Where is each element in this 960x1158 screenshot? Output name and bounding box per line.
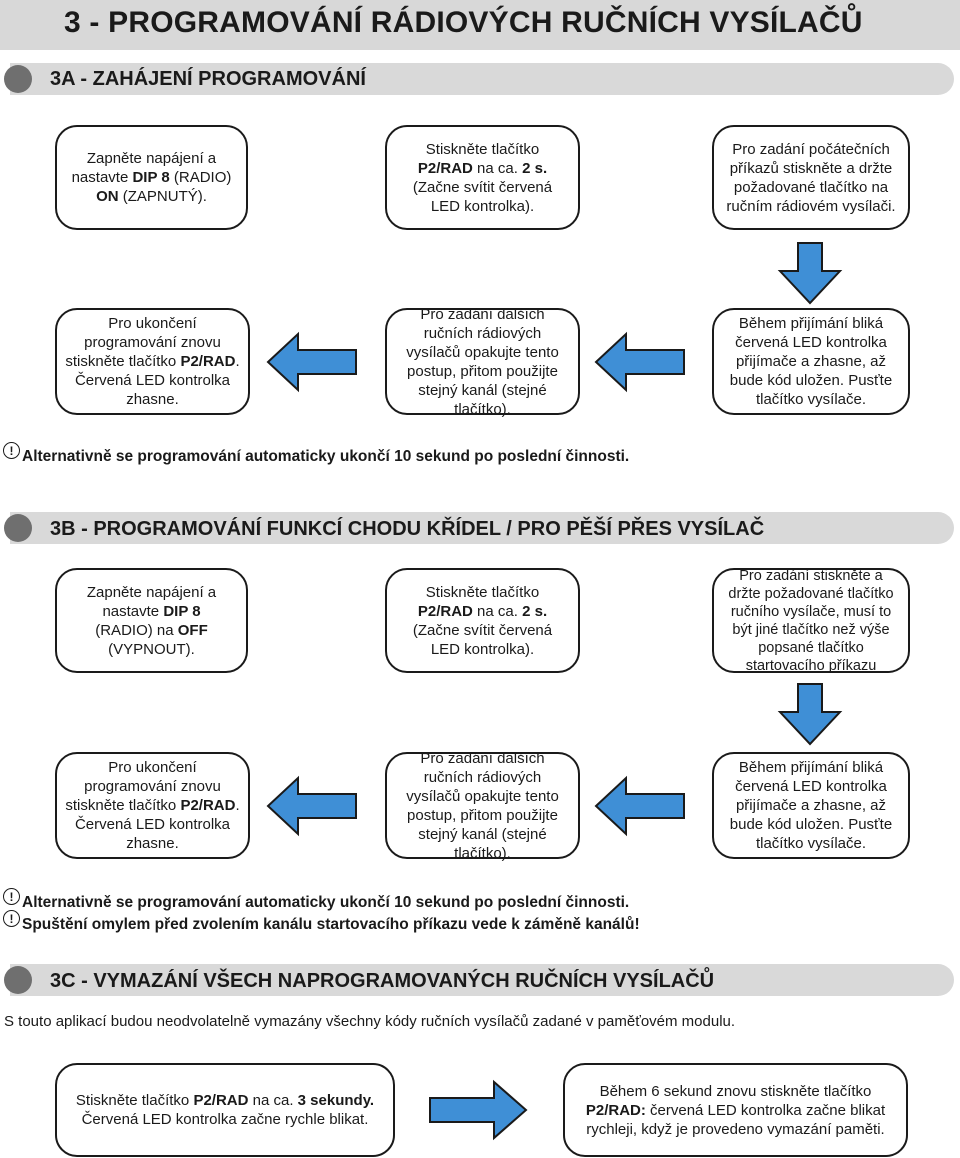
section-c-bar bbox=[10, 964, 954, 996]
warning-icon: ! bbox=[3, 888, 20, 905]
arrow-left-icon bbox=[266, 775, 357, 837]
section-a-heading: 3A - ZAHÁJENÍ PROGRAMOVÁNÍ bbox=[50, 68, 366, 90]
arrow-right-icon bbox=[429, 1079, 528, 1141]
step-box: Stiskněte tlačítko P2/RAD na ca. 2 s. (Z… bbox=[385, 125, 580, 230]
step-box: Pro ukončení programování znovu stisknět… bbox=[55, 752, 250, 859]
step-box: Zapněte napájení a nastavte DIP 8 (RADIO… bbox=[55, 125, 248, 230]
step-box: Pro zadání stiskněte a držte požadované … bbox=[712, 568, 910, 674]
step-box: Během přijímání bliká červená LED kontro… bbox=[712, 308, 910, 415]
arrow-down-icon bbox=[777, 683, 843, 746]
arrow-left-icon bbox=[594, 775, 685, 837]
step-box: Pro zadání dalších ručních rádiových vys… bbox=[385, 306, 580, 418]
page-title: 3 - PROGRAMOVÁNÍ RÁDIOVÝCH RUČNÍCH VYSÍL… bbox=[64, 6, 863, 39]
title-bar bbox=[0, 0, 960, 50]
step-box: Stiskněte tlačítko P2/RAD na ca. 2 s. (Z… bbox=[385, 568, 580, 673]
section-c-bullet-icon bbox=[4, 966, 32, 994]
note-text: Alternativně se programování automaticky… bbox=[22, 894, 630, 911]
section-b-heading: 3B - PROGRAMOVÁNÍ FUNKCÍ CHODU KŘÍDEL / … bbox=[50, 518, 765, 540]
section-b-bar bbox=[10, 512, 954, 544]
arrow-left-icon bbox=[594, 331, 685, 393]
arrow-down-icon bbox=[777, 242, 843, 305]
step-box: Pro ukončení programování znovu stisknět… bbox=[55, 308, 250, 415]
section-b-bullet-icon bbox=[4, 514, 32, 542]
section-a-bullet-icon bbox=[4, 65, 32, 93]
section-c-intro: S touto aplikací budou neodvolatelně vym… bbox=[4, 1013, 736, 1030]
section-a-bar bbox=[10, 63, 954, 95]
warning-icon: ! bbox=[3, 442, 20, 459]
step-box: Pro zadání počátečních příkazů stiskněte… bbox=[712, 125, 910, 230]
arrow-left-icon bbox=[266, 331, 357, 393]
note-text: Alternativně se programování automaticky… bbox=[22, 448, 630, 465]
step-box: Zapněte napájení a nastavte DIP 8 (RADIO… bbox=[55, 568, 248, 673]
section-c-heading: 3C - VYMAZÁNÍ VŠECH NAPROGRAMOVANÝCH RUČ… bbox=[50, 970, 715, 992]
step-box: Během přijímání bliká červená LED kontro… bbox=[712, 752, 910, 859]
step-box: Během 6 sekund znovu stiskněte tlačítko … bbox=[563, 1063, 908, 1157]
warning-icon: ! bbox=[3, 910, 20, 927]
step-box: Stiskněte tlačítko P2/RAD na ca. 3 sekun… bbox=[55, 1063, 395, 1157]
note-text: Spuštění omylem před zvolením kanálu sta… bbox=[22, 916, 640, 933]
step-box: Pro zadání dalších ručních rádiových vys… bbox=[385, 750, 580, 862]
